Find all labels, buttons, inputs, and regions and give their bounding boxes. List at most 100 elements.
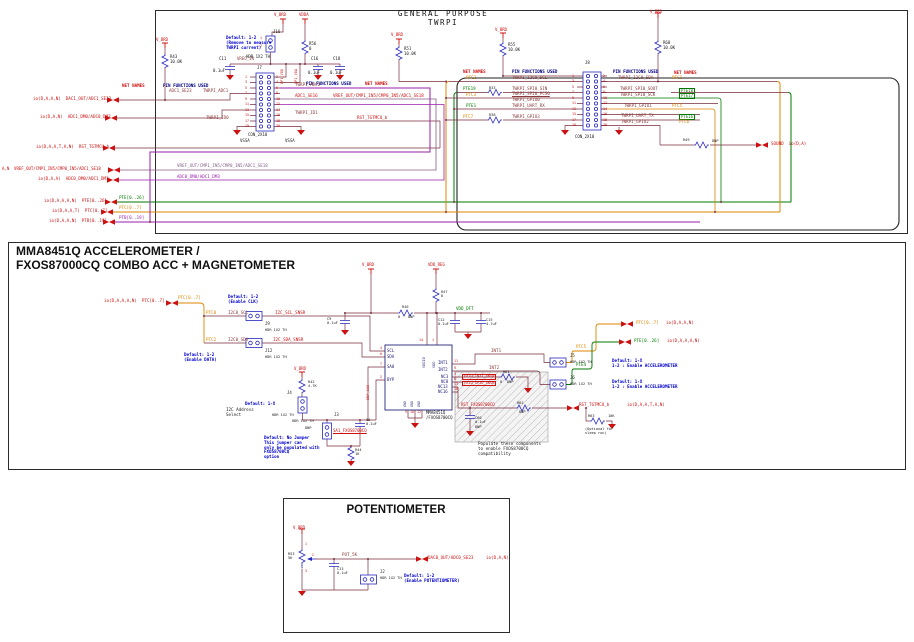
label-fxio-gpio-snsr: FXIO_GPIO_SNSR <box>462 380 497 387</box>
note-enable-accel-2: Default: 1-X 1-2 : Enable ACCELEROMETER <box>612 379 678 389</box>
jumper-j3 <box>322 422 332 440</box>
label-3: 3 <box>454 371 456 376</box>
port-dac0-out: DAC0_OUT/ADC0_SE23 <box>428 555 474 560</box>
label-0-1uf: 0.1uF <box>213 68 226 73</box>
j8-pins-even: 2 4 6 8 10 12 14 16 18 20 <box>603 73 607 128</box>
label-2: 2 <box>312 552 314 557</box>
hdr-pin-functions-4: PIN FUNCTIONS USED <box>613 69 659 74</box>
label-vssa: VSSA <box>240 138 250 143</box>
label-hdr-1x2-th: HDR 1X2 TH <box>292 419 314 423</box>
ref-j4: J4 <box>287 390 292 395</box>
ref-r60: R60 10.0K <box>663 40 676 50</box>
ref-r43: R43 10.0K <box>170 54 183 64</box>
label-twrpi-id0: TWRPI_ID0 <box>206 115 229 120</box>
label-vref-out-cmp1-in5-cmp0-in5-adc1-se18: VREF_OUT/CMP1_IN5/CMP0_IN5/ADC1_SE18 <box>177 163 268 168</box>
ref-r56: R56 0 <box>309 41 317 51</box>
jumper-j4 <box>297 396 308 414</box>
label-hdr-1x2-th: HDR 1X2 TH <box>265 354 287 359</box>
label-adc0-dm0-adc1-dm3: ADC0_DM0/ADC1_DM3 <box>177 173 220 179</box>
ref-r44: R44 1K <box>355 448 362 457</box>
label-twrpi-spi0-sout: TWRPI_SPI0_SOUT <box>620 85 658 91</box>
note-i2c-address: I2C Address Select <box>226 407 254 417</box>
ref-j7: J7 <box>257 65 262 70</box>
label-twrpi-spi0-sin: TWRPI_SPI0_SIN <box>512 86 548 91</box>
ref-c15: C15 4.7uF <box>486 318 497 327</box>
ground-pot <box>298 591 306 596</box>
label-twrpi-adc2: TWRPI_ADC2 <box>295 82 321 87</box>
label-ptc0: PTC0 <box>206 309 217 315</box>
ref-j5: J5 <box>570 353 575 358</box>
label-dnp: DNP <box>507 380 514 384</box>
ref-r53: R53 5K <box>288 552 295 561</box>
ref-j12: J12 <box>265 348 273 353</box>
note-enable-accel-1: Default: 1-X 1-2 : Enable ACCELEROMETER <box>612 357 678 368</box>
net-vdda: VDDA <box>299 12 309 17</box>
port-accel-ptc-out: PTC[0..7] <box>636 319 659 325</box>
net-v-brd-r43: V_BRD <box>156 37 169 42</box>
twrpi-section-border <box>155 10 908 234</box>
label-hdr-1x2-th: HDR 1X2 TH <box>246 54 271 59</box>
label-twrpi-adc1: TWRPI_ADC1 <box>203 87 229 93</box>
label-vssa: VSSA <box>285 138 295 143</box>
label-ptc6: PTC6 <box>679 119 690 124</box>
twrpi-right-routing-outline <box>456 77 900 231</box>
label-hdr-1x2-th: HDR 1X2 TH <box>570 359 592 364</box>
jumper-j2 <box>360 574 377 585</box>
label-gnd: GND <box>403 401 407 407</box>
label-v-brd: V_BRD <box>293 525 306 530</box>
ref-c11: C11 <box>219 56 227 61</box>
pot-section-border <box>283 498 510 633</box>
note-enable-pot: Default: 1-2 (Enable POTENTIOMETER) <box>404 573 460 583</box>
hdr-net-names-4: NET NAMES <box>674 70 697 75</box>
ref-j3: J3 <box>334 412 339 417</box>
label-0: 0 <box>500 380 503 384</box>
label-vref-out-cmp1-in5-cmp0-in5-adc1-se18: VREF_OUT/CMP1_IN5/CMP0_IN5/ADC1_SE18 <box>333 93 424 98</box>
label-int1: INT1 <box>491 347 502 353</box>
j8-pins-odd: 1 3 5 7 9 11 13 15 17 19 <box>572 73 576 128</box>
ref-c9: C9 0.1uF <box>327 317 338 326</box>
label-1: 1 <box>432 338 434 342</box>
label-13: 13 <box>454 381 458 386</box>
accelerometer-chip <box>384 344 453 411</box>
jumper-j12 <box>245 338 263 348</box>
label-twrpi-i2c0-sda: TWRPI_I2C0_SDA <box>618 75 654 80</box>
label-twrpi-gpio2: TWRPI_GPIO2 <box>621 119 649 124</box>
label-dnp: DNP <box>519 410 526 414</box>
label-5: 5 <box>405 410 407 414</box>
label-hdr-1x2-th: HDR 1X2 TH <box>272 413 294 417</box>
label-7: 7 <box>380 362 382 366</box>
ref-c13: C13 0.1uF <box>337 567 348 576</box>
label-vdd-dft: VDD_DFT <box>456 305 474 311</box>
ref-r55: R55 10.0K <box>508 42 521 52</box>
label-pte19: PTE19 <box>463 86 476 91</box>
label-byp: BYP <box>387 376 395 382</box>
hdr-pin-functions-2: PIN FUNCTIONS USED <box>306 81 352 86</box>
label-i2c-scl-snsr: I2C_SCL_SNSR <box>275 309 306 315</box>
jumper-j9 <box>245 311 263 321</box>
label-1: 1 <box>305 542 307 546</box>
port-ptc-bus: io(D,A,A,T) PTC[0..7] <box>52 207 108 213</box>
label-nc3: NC3 <box>441 373 449 379</box>
fxos-compat-hatch-region <box>454 371 549 443</box>
label-adc1-se23: ADC1_SE23 <box>169 87 192 93</box>
label-nc13: NC13 <box>438 383 448 389</box>
ref-j2: J2 <box>380 569 385 574</box>
ref-j6: J6 <box>570 375 575 380</box>
label-vdd: VDD <box>432 361 436 369</box>
label-twrpi-spi0-pcs0: TWRPI_SPI0_PCS0 <box>512 91 550 97</box>
label-gnd: GND <box>417 401 421 407</box>
label-pot-5k: POT_5K <box>342 552 358 557</box>
hdr-pin-functions-1: PIN FUNCTIONS USED <box>163 83 209 88</box>
label-fxio-int2-snsr: FXIO_INT2_SNSR <box>462 374 497 380</box>
note-optional: (Optional for sleep run) <box>585 427 614 436</box>
ref-c4: C4 0.1uF <box>366 418 377 427</box>
ref-r38: R38 <box>489 113 496 117</box>
port-vref-out: A,N VREF_OUT/CMP1_IN5/CMP0_IN5/ADC1_SE18 <box>2 165 101 171</box>
ground-symbols-twrpi <box>226 75 623 135</box>
jumper-j5 <box>549 357 567 368</box>
label-twrpi-uart-rx: TWRPI_UART_RX <box>512 102 545 108</box>
pot-components <box>298 528 428 596</box>
capacitor-symbols-twrpi <box>224 66 346 70</box>
label-1: 1 <box>260 36 262 40</box>
